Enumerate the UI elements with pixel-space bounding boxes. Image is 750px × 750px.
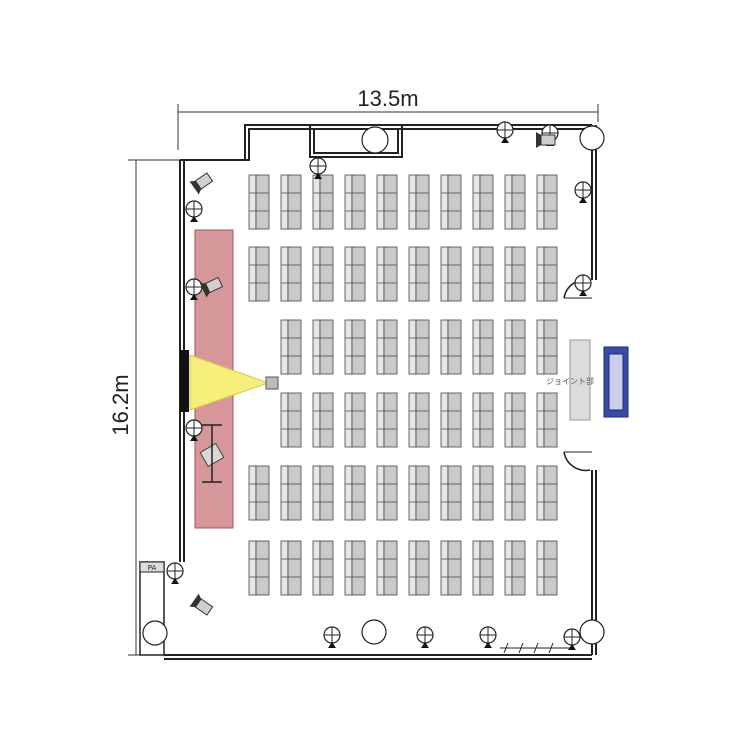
desk-block — [376, 246, 398, 302]
desk-block — [536, 392, 558, 448]
light-fixture-icon — [563, 628, 581, 650]
desk-block — [344, 246, 366, 302]
desk-block — [248, 540, 270, 596]
desk-block — [312, 246, 334, 302]
desk-block — [472, 392, 494, 448]
desk-block — [312, 465, 334, 521]
light-fixture-icon — [574, 181, 592, 203]
desk-block — [376, 392, 398, 448]
desk-block — [440, 246, 462, 302]
projection-screen — [180, 350, 189, 412]
light-fixture-icon — [479, 626, 497, 648]
desk-block — [440, 540, 462, 596]
width-dimension — [177, 104, 599, 150]
light-fixture-icon — [416, 626, 434, 648]
desk-block — [312, 319, 334, 375]
desk-block — [344, 392, 366, 448]
joint-panel — [569, 339, 591, 421]
desk-block — [280, 540, 302, 596]
desk-block — [248, 174, 270, 230]
desk-block — [376, 540, 398, 596]
joint-section — [563, 278, 629, 472]
desk-block — [344, 319, 366, 375]
projector-icon — [265, 376, 279, 390]
height-label: 16.2m — [108, 374, 133, 435]
desk-block — [312, 540, 334, 596]
speaker-icon — [189, 593, 214, 616]
desk-block — [472, 540, 494, 596]
seating-area — [248, 174, 558, 596]
desk-block — [440, 392, 462, 448]
light-fixture-icon — [185, 419, 203, 441]
column-icon — [142, 620, 168, 646]
joint-label: ジョイント部 — [546, 376, 594, 386]
desk-block — [408, 540, 430, 596]
column-icon — [361, 126, 389, 154]
desk-block — [408, 174, 430, 230]
desk-block — [376, 465, 398, 521]
desk-block — [344, 174, 366, 230]
desk-block — [440, 174, 462, 230]
desk-block — [280, 246, 302, 302]
light-fixture-icon — [323, 626, 341, 648]
desk-block — [280, 392, 302, 448]
pa-label: PA — [148, 564, 157, 572]
desk-block — [536, 174, 558, 230]
light-fixture-icon — [185, 200, 203, 222]
desk-block — [504, 246, 526, 302]
desk-block — [472, 465, 494, 521]
microphone-stand-icon — [202, 424, 222, 483]
desk-block — [504, 465, 526, 521]
width-label: 13.5m — [357, 86, 418, 111]
column-icon — [361, 619, 387, 645]
desk-block — [408, 392, 430, 448]
desk-block — [440, 319, 462, 375]
desk-block — [504, 540, 526, 596]
desk-block — [536, 319, 558, 375]
desk-block — [536, 465, 558, 521]
desk-block — [344, 540, 366, 596]
desk-block — [472, 174, 494, 230]
light-fixture-icon — [309, 157, 327, 179]
desk-block — [376, 319, 398, 375]
desk-block — [408, 246, 430, 302]
top-recess — [309, 124, 403, 158]
desk-block — [440, 465, 462, 521]
desk-block — [504, 319, 526, 375]
projection-cone — [189, 354, 270, 411]
speaker-icon — [536, 132, 556, 148]
desk-block — [312, 174, 334, 230]
desk-block — [280, 465, 302, 521]
light-fixture-icon — [496, 121, 514, 143]
desk-block — [312, 392, 334, 448]
desk-block — [344, 465, 366, 521]
desk-block — [248, 246, 270, 302]
desk-block — [248, 465, 270, 521]
desk-block — [376, 174, 398, 230]
desk-block — [504, 392, 526, 448]
speaker-icon — [189, 172, 214, 195]
desk-block — [280, 174, 302, 230]
desk-block — [408, 465, 430, 521]
desk-block — [408, 319, 430, 375]
light-fixture-icon — [574, 274, 592, 296]
column-icon — [579, 125, 605, 151]
desk-block — [472, 319, 494, 375]
light-fixture-icon — [166, 562, 184, 584]
column-icon — [579, 619, 605, 645]
desk-block — [280, 319, 302, 375]
fixtures — [142, 121, 605, 654]
desk-block — [536, 246, 558, 302]
speaker-icon — [199, 276, 224, 298]
desk-block — [536, 540, 558, 596]
desk-block — [472, 246, 494, 302]
desk-block — [504, 174, 526, 230]
